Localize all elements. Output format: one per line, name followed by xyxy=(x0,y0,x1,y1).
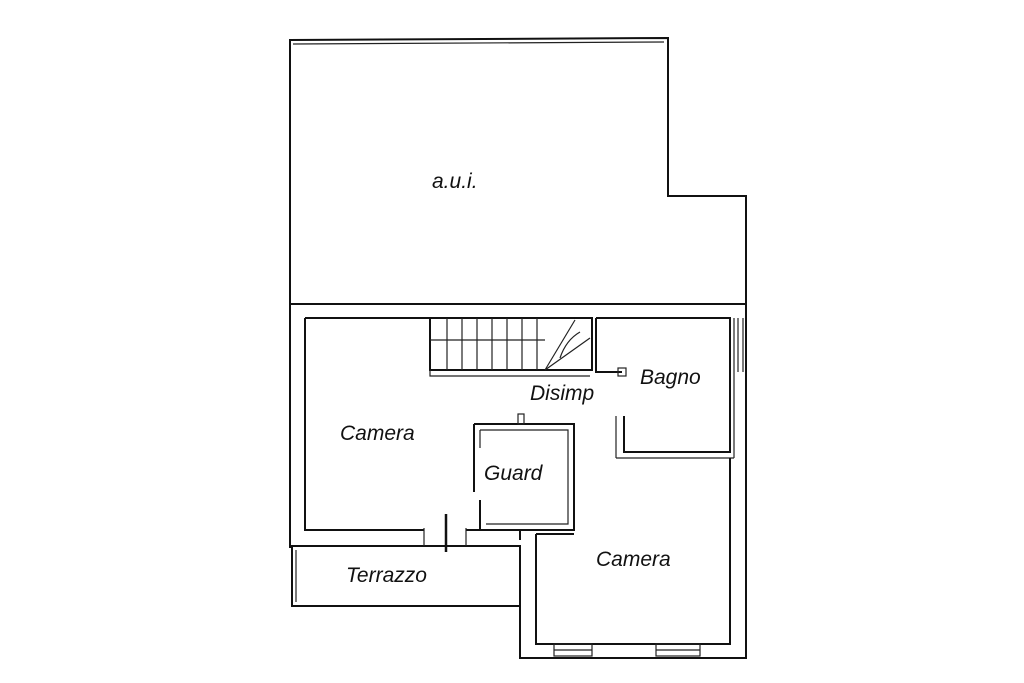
camera-right-walls xyxy=(535,458,731,645)
terrazzo-walls xyxy=(291,545,521,607)
label-bagno: Bagno xyxy=(640,366,701,389)
terrazzo-door xyxy=(423,514,467,552)
outer-walls xyxy=(289,304,747,659)
label-aui: a.u.i. xyxy=(432,170,478,193)
label-disimp: Disimp xyxy=(530,382,594,405)
aui-area-walls xyxy=(289,36,747,305)
label-terrazzo: Terrazzo xyxy=(346,564,427,587)
label-camera-right: Camera xyxy=(596,548,671,571)
bottom-windows xyxy=(553,643,701,657)
bagno-walls xyxy=(595,317,735,459)
label-camera-left: Camera xyxy=(340,422,415,445)
staircase xyxy=(429,317,593,377)
label-guard: Guard xyxy=(484,462,544,485)
guard-walls xyxy=(473,413,575,531)
